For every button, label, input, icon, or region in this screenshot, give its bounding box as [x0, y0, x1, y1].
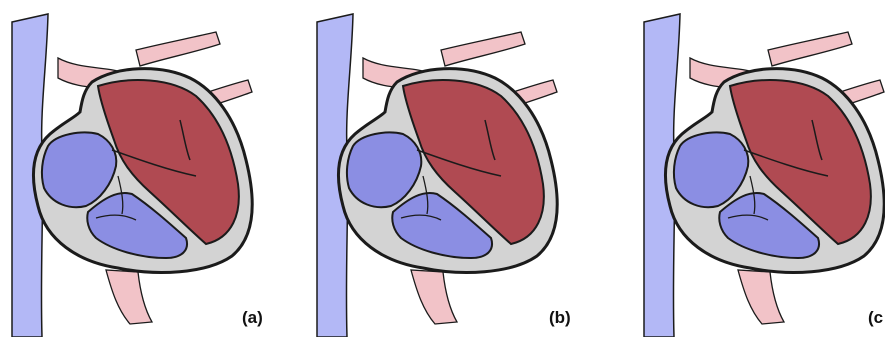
panel-a: (a): [0, 0, 290, 337]
heart-cross-section-illustration: [305, 0, 595, 337]
panel-label: (c: [868, 308, 883, 328]
heart-cross-section-illustration: [0, 0, 290, 337]
panel-b: (b): [305, 0, 595, 337]
panel-c: (c: [632, 0, 885, 337]
heart-cross-section-illustration: [632, 0, 885, 337]
panel-label: (a): [242, 308, 263, 328]
panel-label: (b): [549, 308, 571, 328]
